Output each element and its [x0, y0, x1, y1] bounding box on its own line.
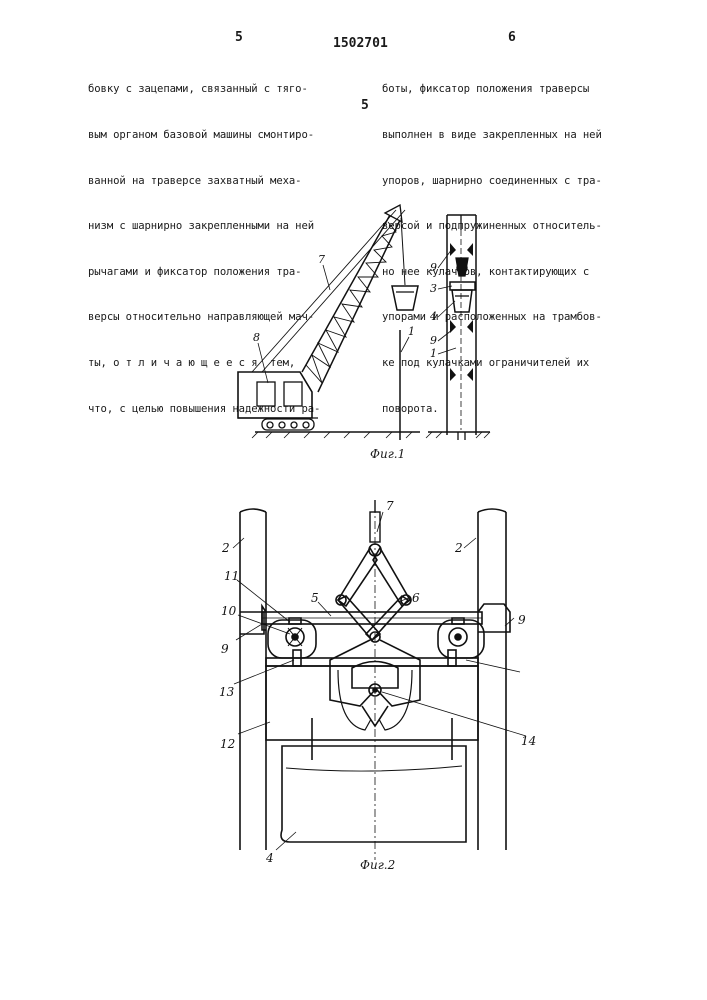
fig2-label-stop-right: 9 [518, 613, 526, 627]
fig2-label-stop-left: 9 [221, 642, 229, 656]
fig2-label-11: 11 [224, 569, 239, 583]
fig2-label-mast-left: 2 [221, 541, 230, 555]
fig1-label-mast-right: 1 [430, 347, 437, 360]
text-line: выполнен в виде закрепленных на ней [382, 128, 602, 143]
text-line: вым органом базовой машины смонтиро- [88, 128, 320, 143]
fig2-label-traverse: 5 [311, 591, 319, 605]
fig1-label-rammer: 4 [429, 310, 437, 323]
figure-2-caption: Фиг.2 [360, 858, 395, 872]
fig1-label-mast: 1 [408, 325, 415, 338]
fig2-label-rammer: 4 [265, 851, 274, 865]
fig2-label-mast-right: 2 [454, 541, 463, 555]
left-column-number: 5 [235, 30, 243, 45]
fig1-label-traverse: 3 [430, 282, 437, 295]
fig1-label-cab: 8 [253, 331, 260, 344]
figure-1-caption: Фиг.1 [370, 447, 405, 461]
fig2-label-rope: 7 [386, 499, 394, 513]
right-column-number: 6 [508, 30, 516, 45]
fig2-label-10: 10 [221, 604, 237, 618]
fig1-label-stop-lower: 9 [430, 334, 437, 347]
fig2-label-lever: 6 [412, 591, 420, 605]
fig2-label-rammer-plate: 12 [220, 737, 235, 751]
fig2-label-cam: 13 [219, 685, 235, 699]
fig2-label-jaw: 14 [521, 734, 536, 748]
text-line: боты, фиксатор положения траверсы [382, 82, 602, 97]
figure-2-drawing: 7 2 2 5 6 11 10 9 9 13 12 14 4 [0, 490, 707, 890]
fig1-label-stop-upper: 9 [430, 261, 437, 274]
text-line: упоров, шарнирно соединенных с тра- [382, 174, 602, 189]
text-line: ванной на траверсе захватный меха- [88, 174, 320, 189]
line-number-marker: 5 [361, 98, 369, 113]
fig1-label-boom: 7 [318, 253, 325, 266]
text-line: бовку с зацепами, связанный с тяго- [88, 82, 320, 97]
patent-number: 1502701 [333, 36, 388, 51]
